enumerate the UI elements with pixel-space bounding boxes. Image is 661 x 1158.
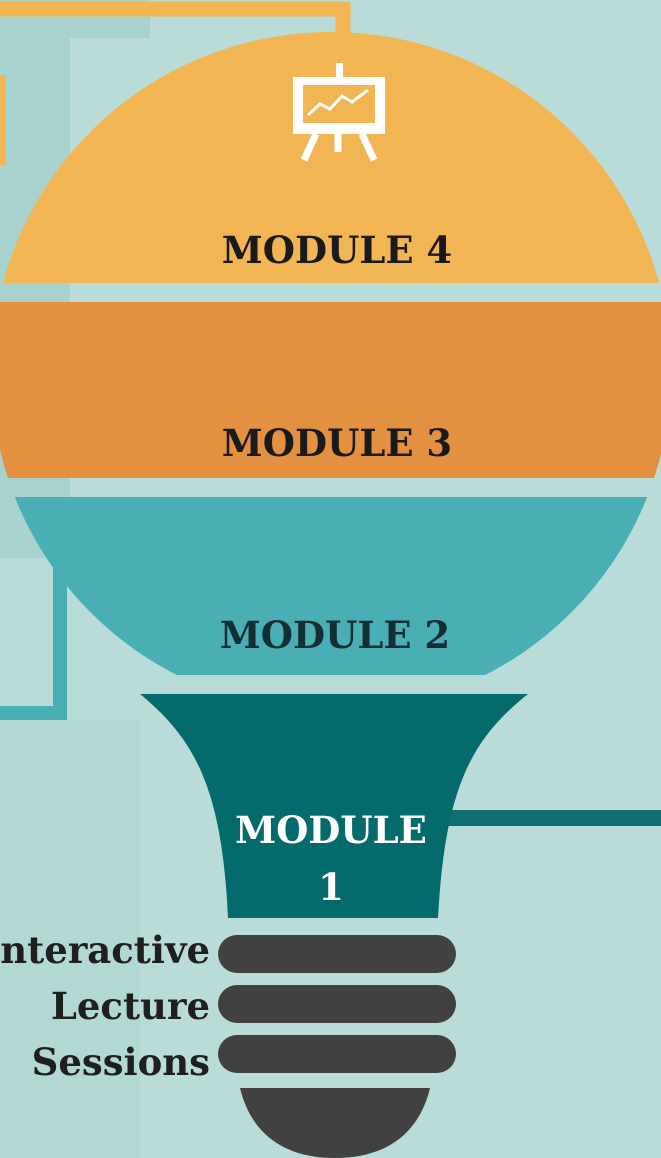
bg-panel-left	[0, 38, 70, 558]
base-ring-2	[218, 985, 456, 1023]
module-2-label: MODULE 2	[219, 613, 451, 657]
bg-panel-bottom-left	[0, 720, 140, 1158]
side-text-line1: nteractive	[0, 928, 210, 972]
side-text-line3: Sessions	[31, 1040, 210, 1084]
base-ring-3	[218, 1035, 456, 1073]
interactive-lecture-sessions-text: nteractive Lecture Sessions	[0, 922, 210, 1090]
band-module-1	[140, 694, 528, 918]
module-1-label: MODULE 1	[195, 802, 467, 916]
orange-connector-stub	[0, 75, 6, 165]
module-3-label: MODULE 3	[221, 421, 453, 465]
module-4-label: MODULE 4	[221, 228, 453, 272]
base-ring-1	[218, 935, 456, 973]
teal-connector-left	[0, 560, 67, 720]
presentation-easel-icon	[293, 63, 385, 162]
module-1-label-line1: MODULE	[235, 808, 427, 852]
module-1-label-line2: 1	[318, 865, 344, 909]
base-cap	[240, 1088, 430, 1158]
side-text-line2: Lecture	[50, 984, 210, 1028]
band-module-3	[0, 302, 661, 478]
